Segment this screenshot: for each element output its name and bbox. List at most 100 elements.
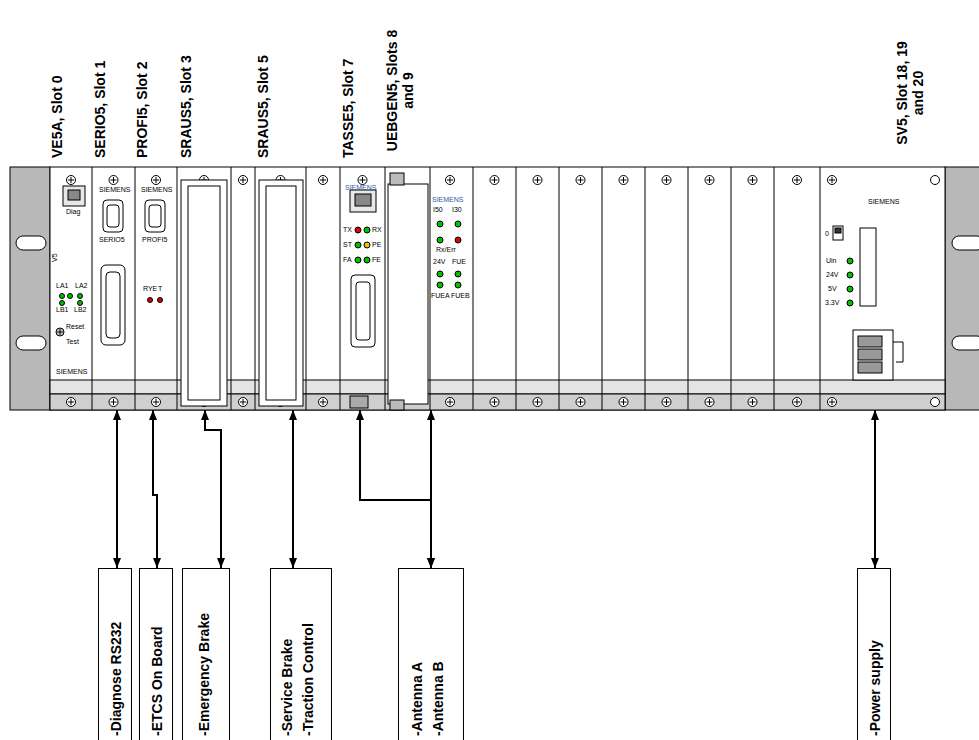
power-switch [833, 226, 843, 240]
screw [492, 177, 498, 183]
screw [360, 177, 366, 183]
screw [111, 177, 117, 183]
signal-connector [153, 410, 157, 568]
panel-marking: LB2 [74, 306, 86, 314]
ear-hole [952, 236, 979, 250]
module-heading: SRAUS5, Slot 3 [178, 8, 194, 158]
panel-marking: 0 [825, 230, 829, 238]
screw [67, 176, 76, 185]
screw [931, 176, 940, 185]
panel-marking: 24V [826, 271, 838, 279]
led [847, 286, 853, 292]
screw [68, 177, 74, 183]
screw [239, 398, 248, 407]
panel-marking: RX [372, 226, 382, 234]
slot-divider [645, 167, 646, 410]
rack-ear [945, 167, 979, 410]
panel-marking: LA2 [75, 282, 87, 290]
connector-shell [188, 186, 220, 400]
panel-marking: SIEMENS [432, 196, 464, 204]
antenna-connector [351, 275, 375, 347]
panel-marking: FUEA [431, 292, 450, 300]
panel-marking: V5 [51, 238, 59, 262]
rack-frame [10, 167, 979, 410]
slot-divider [731, 167, 732, 410]
db9-connector [145, 200, 165, 232]
screw [828, 176, 837, 185]
signal-box: -Antenna A-Antenna B [398, 568, 464, 740]
screw [67, 398, 76, 407]
screw [794, 399, 800, 405]
rack-module: SV5, Slot 18, 19 and 20SIEMENS0Uin24V5V3… [820, 167, 945, 410]
sv5-parts [833, 226, 903, 380]
panel-marking: 24V [433, 258, 445, 266]
slot-divider [92, 167, 93, 410]
screw [621, 177, 627, 183]
panel-marking: SIEMENS [99, 186, 131, 194]
db9-connector [107, 205, 119, 227]
screw [68, 399, 74, 405]
led [355, 242, 361, 248]
rack-module: SERIO5, Slot 1SIEMENSSERIO5 [92, 167, 135, 410]
rack-module: SRAUS5, Slot 3 [177, 167, 231, 410]
screw [319, 398, 328, 407]
screw [320, 177, 326, 183]
handle [350, 396, 368, 408]
module-heading: SRAUS5, Slot 5 [255, 8, 271, 158]
led [364, 227, 370, 233]
screw [829, 177, 835, 183]
led [355, 227, 361, 233]
rack-module: VE5A, Slot 0V5DiagLA1LA2LB1LB2ResetTestS… [50, 167, 92, 410]
db9-connector [149, 205, 161, 227]
slot-dividers [67, 167, 940, 410]
signal-box: -Diagnose RS232 [98, 568, 132, 740]
panel-marking: SIEMENS [345, 184, 377, 192]
screw [535, 399, 541, 405]
slot-divider [602, 167, 603, 410]
screw [621, 399, 627, 405]
led [355, 257, 361, 263]
screw [750, 177, 756, 183]
signal-connector [874, 410, 876, 568]
screw [664, 177, 670, 183]
module-heading: UEBGEN5, Slots 8 and 9 [384, 23, 416, 158]
screw [533, 398, 542, 407]
panel-marking: 3.3V [825, 299, 839, 307]
signal-label: -Power supply [867, 576, 883, 736]
screw [829, 399, 835, 405]
uebgen5-parts [388, 167, 461, 410]
led [847, 300, 853, 306]
panel-marking: Uin [826, 257, 837, 265]
signal-label: -Emergency Brake [196, 576, 212, 736]
rack-ear [10, 167, 50, 410]
power-connector [858, 362, 882, 373]
connector-shell [181, 180, 227, 406]
ear-hole [16, 336, 46, 350]
screw [794, 177, 800, 183]
signal-connector [292, 410, 294, 568]
connector-clip [893, 342, 903, 362]
rack-module: TASSE5, Slot 7SIEMENSTXRXSTPEFAFE [340, 167, 385, 410]
screw [240, 399, 246, 405]
panel-marking: RYE [143, 285, 157, 293]
screw-block [390, 173, 404, 185]
rj45-socket [355, 194, 371, 206]
db25-connector [106, 272, 120, 338]
screw [707, 399, 713, 405]
power-switch [835, 228, 841, 233]
screw [446, 398, 455, 407]
reset-knob [56, 328, 64, 336]
signal-connector [116, 410, 118, 568]
ear-hole [952, 336, 979, 350]
panel-marking: PE [372, 241, 381, 249]
screw [492, 399, 498, 405]
screw [153, 177, 159, 183]
antenna-connector [356, 282, 370, 340]
panel-marking: Diag [66, 208, 80, 216]
screw [447, 177, 453, 183]
screw [240, 177, 246, 183]
led [455, 271, 461, 277]
panel-marking: Rx/Err [436, 246, 456, 254]
module-heading: TASSE5, Slot 7 [340, 8, 356, 158]
panel-marking: SIEMENS [868, 198, 900, 206]
